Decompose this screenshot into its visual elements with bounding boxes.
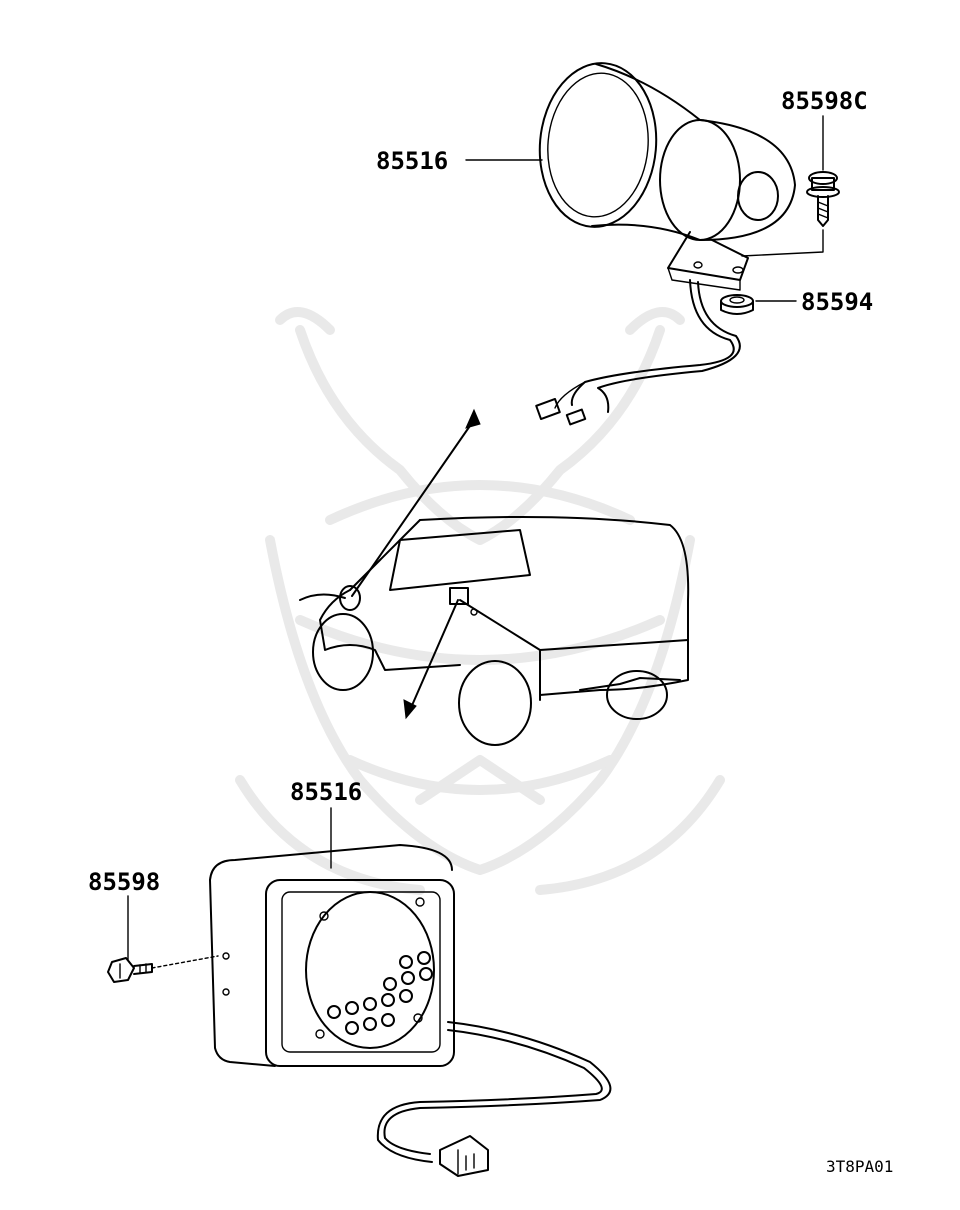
- horn-bolt-label: 85598C: [781, 87, 868, 115]
- speaker-bolt-label: 85598: [88, 868, 160, 896]
- horn-part-label: 85516: [376, 147, 448, 175]
- vehicle-illustration: [299, 515, 690, 746]
- speaker-bolt: [107, 955, 219, 983]
- horn-assembly: [535, 62, 796, 426]
- speaker-part-label: 85516: [290, 778, 362, 806]
- leader-lines: [127, 115, 824, 961]
- speaker-assembly: [209, 844, 612, 1177]
- horn-nut: [720, 294, 754, 315]
- horn-bolt: [806, 171, 840, 227]
- location-arrows: [351, 408, 481, 720]
- horn-nut-label: 85594: [801, 288, 873, 316]
- watermark-emblem: [235, 307, 725, 895]
- diagram-code: 3T8PA01: [826, 1157, 893, 1176]
